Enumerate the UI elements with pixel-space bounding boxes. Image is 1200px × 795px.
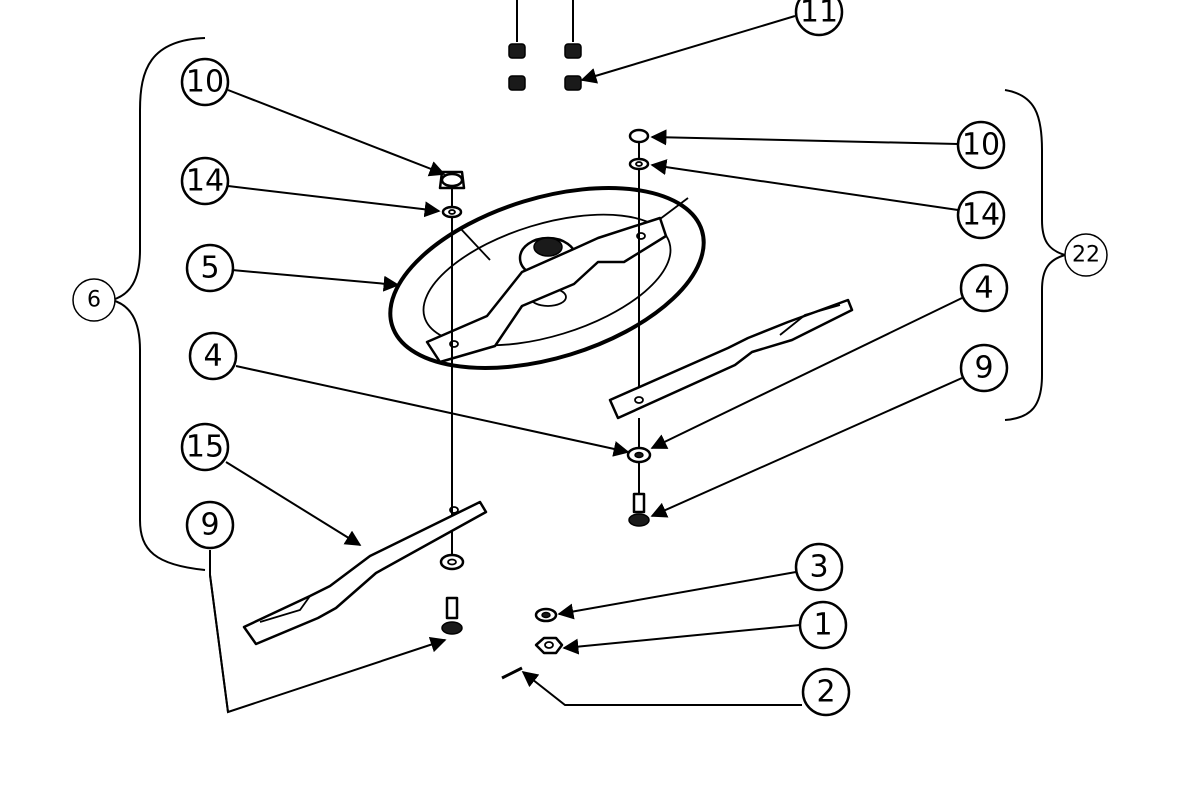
callout-14-right: 14	[956, 190, 1006, 240]
nut-group-11	[508, 0, 582, 91]
leader-lines	[209, 15, 963, 714]
callout-4-left: 4	[188, 331, 238, 381]
callout-6: 6	[72, 278, 116, 322]
callout-label: 6	[87, 288, 101, 313]
left-fastener-stack	[438, 170, 466, 555]
group-bracket-22	[1004, 89, 1069, 421]
callout-label: 15	[186, 430, 224, 465]
callout-9-right: 9	[959, 343, 1009, 393]
callout-1: 1	[798, 600, 848, 650]
small-parts	[501, 607, 564, 680]
callout-label: 14	[962, 198, 1000, 233]
callout-label: 5	[200, 251, 219, 286]
callout-label: 1	[813, 608, 832, 643]
callout-label: 14	[186, 164, 224, 199]
callout-9-left: 9	[185, 500, 235, 550]
blade-left-part-15	[242, 500, 488, 646]
callout-2: 2	[801, 667, 851, 717]
callout-label: 10	[186, 65, 224, 100]
left-bolt-stack	[439, 553, 465, 635]
callout-label: 4	[974, 271, 993, 306]
hex-nut-icon	[508, 43, 582, 91]
blade-right-part-4	[608, 298, 854, 420]
group-bracket-6	[108, 37, 206, 571]
callout-15: 15	[180, 422, 230, 472]
right-fastener-stack	[628, 128, 650, 400]
blade-disc-part-5	[388, 186, 706, 370]
callout-14-left: 14	[180, 156, 230, 206]
callout-11: 11	[794, 0, 844, 37]
callout-10-left: 10	[180, 57, 230, 107]
callout-3: 3	[794, 542, 844, 592]
callout-label: 3	[809, 550, 828, 585]
callout-4-right: 4	[959, 263, 1009, 313]
callout-label: 2	[816, 675, 835, 710]
callout-label: 4	[203, 339, 222, 374]
callout-10-right: 10	[956, 120, 1006, 170]
callout-label: 9	[200, 508, 219, 543]
callout-5: 5	[185, 243, 235, 293]
callout-label: 10	[962, 128, 1000, 163]
callout-22: 22	[1064, 233, 1108, 277]
callout-label: 22	[1072, 243, 1100, 268]
right-bolt-stack	[626, 418, 652, 527]
callout-label: 9	[974, 351, 993, 386]
callout-label: 11	[800, 0, 838, 30]
